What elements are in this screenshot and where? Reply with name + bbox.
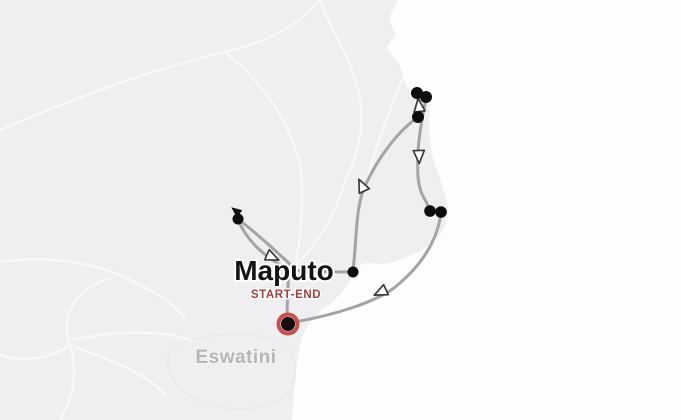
route-segment bbox=[416, 97, 432, 212]
road bbox=[0, 258, 187, 320]
route-stops-layer bbox=[232, 87, 447, 278]
road bbox=[364, 78, 404, 186]
route-stop-coast-lower[interactable] bbox=[412, 111, 424, 123]
route-stop-coast-tip-b[interactable] bbox=[420, 91, 432, 103]
country-border bbox=[287, 262, 299, 323]
city-label: Maputo bbox=[234, 255, 334, 286]
land-area bbox=[0, 0, 449, 420]
borders-layer bbox=[166, 262, 299, 410]
route-segment bbox=[351, 116, 419, 272]
region-label: Eswatini bbox=[195, 347, 276, 368]
route-stop-coast-tip-a[interactable] bbox=[411, 87, 423, 99]
route-segment bbox=[285, 268, 291, 323]
road bbox=[223, 50, 304, 264]
route-stop-peninsula-b[interactable] bbox=[435, 206, 447, 218]
road bbox=[68, 343, 167, 397]
start-marker-layer bbox=[276, 312, 300, 336]
road bbox=[70, 331, 192, 342]
route-segment bbox=[287, 268, 354, 274]
start-end-marker[interactable] bbox=[281, 317, 295, 331]
road bbox=[58, 343, 76, 420]
road bbox=[0, 0, 322, 132]
road bbox=[0, 343, 72, 361]
start-end-label: START-END bbox=[251, 289, 321, 301]
direction-arrow-icon bbox=[373, 283, 390, 297]
roads-layer bbox=[0, 0, 402, 420]
start-end-marker-ring bbox=[276, 312, 300, 336]
route-segment bbox=[236, 218, 298, 275]
route-stop-peninsula-a[interactable] bbox=[424, 205, 436, 217]
road bbox=[296, 176, 348, 265]
direction-arrow-icon bbox=[263, 248, 280, 261]
direction-arrow-icon bbox=[412, 149, 426, 165]
road bbox=[65, 276, 112, 347]
direction-arrow-icon bbox=[231, 207, 243, 218]
route-segment bbox=[287, 211, 443, 325]
route-stop-northwest[interactable] bbox=[232, 213, 244, 225]
country-border bbox=[166, 333, 297, 410]
route-stop-maputo-east[interactable] bbox=[347, 266, 359, 278]
direction-arrow-icon bbox=[357, 178, 371, 195]
road bbox=[318, 0, 363, 180]
